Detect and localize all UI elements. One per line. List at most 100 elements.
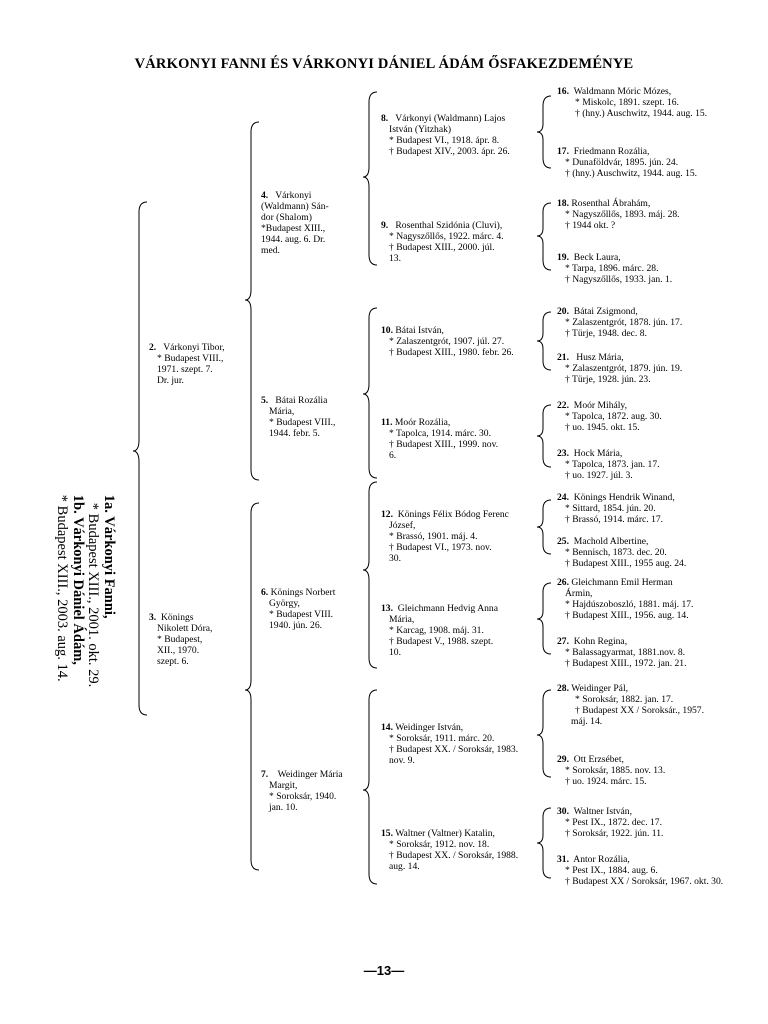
person-name: Könings [161, 612, 194, 623]
person-number: 5. [261, 395, 269, 406]
person-detail: Mária, [389, 614, 415, 625]
person-4: 4. Várkonyi (Waldmann) Sán- dor (Shalom)… [261, 190, 359, 256]
person-detail: aug. 14. [389, 861, 420, 872]
person-number: 7. [261, 769, 269, 780]
person-detail: * Pest IX., 1884. aug. 6. [565, 865, 658, 876]
page-title: VÁRKONYI FANNI ÉS VÁRKONYI DÁNIEL ÁDÁM Ő… [134, 56, 634, 72]
person-name: Weidinger Mária [277, 769, 343, 780]
person-number: 27. [557, 636, 569, 647]
person-detail: (Waldmann) Sán- [261, 201, 329, 212]
person-detail: * Budapest VIII. [269, 609, 334, 620]
person-22: 22. Moór Mihály, * Tapolca, 1872. aug. 3… [557, 400, 757, 433]
person-detail: György, [269, 598, 300, 609]
person-detail: * Nagyszőllős, 1922. márc. 4. [389, 231, 504, 242]
person-detail: † Budapest XIII., 1956. aug. 14. [565, 610, 689, 621]
person-15: 15. Waltner (Valtner) Katalin, * Soroksá… [381, 828, 541, 872]
person-name: Könings Hendrik Winand, [573, 492, 675, 503]
person-detail: † Budapest XIII., 1999. nov. [389, 439, 499, 450]
person-number: 13. [381, 603, 393, 614]
person-detail: * Karcag, 1908. máj. 31. [389, 625, 484, 636]
person-number: 22. [557, 400, 569, 411]
person-name: Várkonyi (Waldmann) Lajos [395, 113, 506, 124]
person-number: 8. [381, 113, 389, 124]
person-detail: * Brassó, 1901. máj. 4. [389, 531, 478, 542]
person-name: Beck Laura, [573, 252, 621, 263]
person-detail: * Budapest VI., 1918. ápr. 8. [389, 135, 500, 146]
person-detail: † Budapest XX / Soroksár, 1967. okt. 30. [565, 876, 724, 887]
bracket-root [132, 201, 148, 716]
person-detail: * Soroksár, 1911. márc. 20. [389, 733, 495, 744]
person-detail: szept. 6. [157, 656, 189, 667]
person-detail: * Tarpa, 1896. márc. 28. [565, 263, 659, 274]
person-31: 31. Antor Rozália, * Pest IX., 1884. aug… [557, 854, 762, 887]
person-11: 11. Moór Rozália, * Tapolca, 1914. márc.… [381, 417, 541, 461]
person-detail: Mária, [269, 406, 295, 417]
person-detail: * Dunaföldvár, 1895. jún. 24. [565, 157, 679, 168]
person-number: 18. [557, 198, 569, 209]
person-name: Kohn Regina, [573, 636, 628, 647]
person-number: 31. [557, 854, 569, 865]
person-13: 13. Gleichmann Hedvig Anna Mária, * Karc… [381, 603, 541, 658]
person-number: 28. [557, 683, 569, 694]
root-birth-1: * Budapest XIII., 2001. okt. 29. [85, 502, 102, 688]
person-number: 16. [557, 86, 569, 97]
person-number: 25. [557, 536, 569, 547]
person-28: 28. Weidinger Pál, * Soroksár, 1882. jan… [557, 683, 757, 727]
person-name: Könings Norbert [270, 587, 336, 598]
person-6: 6. Könings Norbert György, * Budapest VI… [261, 587, 361, 631]
person-number: 21. [557, 352, 569, 363]
person-detail: * Soroksár, 1882. jan. 17. [575, 694, 674, 705]
person-detail: * Bennisch, 1873. dec. 20. [565, 547, 667, 558]
bracket-p7 [362, 689, 378, 885]
person-number: 9. [381, 220, 389, 231]
person-name: Waldmann Móric Mózes, [573, 86, 672, 97]
person-detail: † uo. 1945. okt. 15. [565, 422, 640, 433]
person-number: 17. [557, 146, 569, 157]
person-number: 29. [557, 754, 569, 765]
person-detail: * Zalaszentgrót, 1907. júl. 27. [389, 336, 505, 347]
person-name: Weidinger Pál, [571, 683, 629, 694]
person-name: Antor Rozália, [573, 854, 630, 865]
person-detail: † Budapest XIII., 1955 aug. 24. [565, 558, 687, 569]
person-9: 9. Rosenthal Szidónia (Cluvi), * Nagysző… [381, 220, 541, 264]
person-detail: * Tapolca, 1914. márc. 30. [389, 428, 491, 439]
person-name: Machold Albertine, [573, 536, 649, 547]
bracket-p5 [362, 307, 378, 479]
person-16: 16. Waldmann Móric Mózes, * Miskolc, 189… [557, 86, 757, 119]
bracket-p2 [244, 121, 260, 481]
person-detail: † uo. 1927. júl. 3. [565, 470, 633, 481]
person-30: 30. Waltner István, * Pest IX., 1872. de… [557, 806, 757, 839]
person-name: Rosenthal Szidónia (Cluvi), [395, 220, 503, 231]
person-detail: József, [389, 520, 416, 531]
person-detail: 30. [389, 553, 401, 564]
root-birth-2: * Budapest XIII., 2003. aug. 14. [54, 494, 71, 682]
person-name: Hock Mária, [573, 448, 623, 459]
person-detail: † Budapest XIII., 1980. febr. 26. [389, 347, 514, 358]
person-detail: 1944. febr. 5. [269, 428, 320, 439]
person-detail: * Soroksár, 1912. nov. 18. [389, 839, 490, 850]
person-name: Weidinger István, [395, 722, 464, 733]
root-name-1: 1a. Várkonyi Fanni, [101, 494, 117, 619]
person-detail: dor (Shalom) [261, 212, 312, 223]
person-name: Waltner István, [573, 806, 632, 817]
person-25: 25. Machold Albertine, * Bennisch, 1873.… [557, 536, 757, 569]
person-14: 14. Weidinger István, * Soroksár, 1911. … [381, 722, 541, 766]
person-detail: 6. [389, 450, 397, 461]
person-18: 18. Rosenthal Ábrahám, * Nagyszőllős, 18… [557, 198, 757, 231]
bracket-p4 [362, 91, 378, 266]
person-detail: † Budapest XX. / Soroksár, 1983. [389, 744, 519, 755]
person-detail: † Budapest VI., 1973. nov. [389, 542, 492, 553]
person-detail: * Tapolca, 1872. aug. 30. [565, 411, 662, 422]
person-detail: * Balassagyarmat, 1881.nov. 8. [565, 647, 686, 658]
person-number: 23. [557, 448, 569, 459]
person-detail: * Zalaszentgrót, 1879. jún. 19. [565, 363, 683, 374]
person-detail: † Türje, 1928. jún. 23. [565, 374, 651, 385]
person-26: 26. Gleichmann Emil Herman Ármin, * Hajd… [557, 577, 757, 621]
person-detail: István (Yitzhak) [389, 124, 452, 135]
person-detail: * Hajdúszoboszló, 1881. máj. 17. [565, 599, 694, 610]
person-2: 2. Várkonyi Tibor, * Budapest VIII., 197… [149, 342, 241, 386]
person-number: 24. [557, 492, 569, 503]
person-name: Bátai István, [395, 325, 444, 336]
person-name: Bátai Rozália [275, 395, 328, 406]
person-5: 5. Bátai Rozália Mária, * Budapest VIII.… [261, 395, 361, 439]
